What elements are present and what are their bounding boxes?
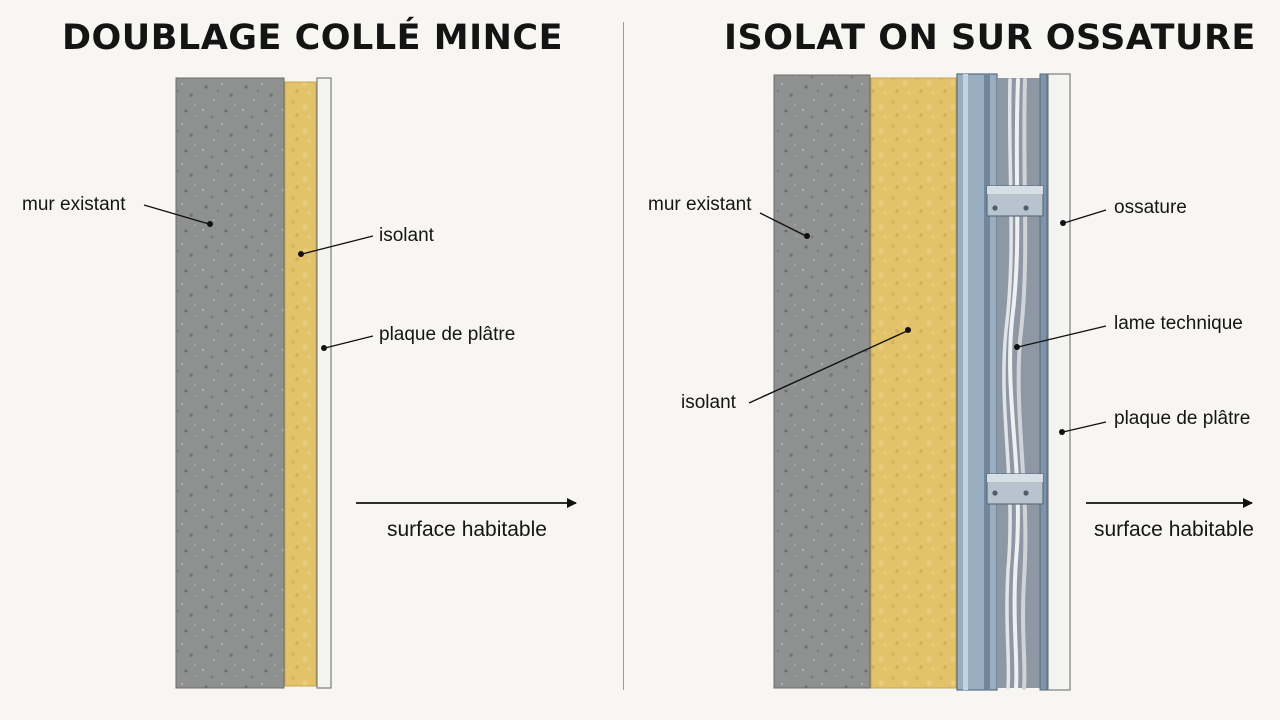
right-bracket-top <box>986 185 1044 217</box>
right-metal-frame <box>956 73 1048 691</box>
right-leader-plaque <box>1059 421 1107 435</box>
right-label-lame-technique: lame technique <box>1114 313 1243 334</box>
right-leader-isolant <box>748 327 911 404</box>
panel-divider <box>623 22 624 690</box>
right-insulation-layer <box>870 77 957 689</box>
right-leader-ossature <box>1060 209 1107 226</box>
left-leader-plaque <box>321 335 374 351</box>
left-insulation-layer <box>284 81 317 687</box>
right-concrete-wall <box>773 74 871 689</box>
right-label-surface: surface habitable <box>1094 518 1254 541</box>
left-leader-isolant <box>298 235 374 257</box>
right-label-mur-existant: mur existant <box>648 194 752 215</box>
right-leader-lame <box>1014 325 1107 350</box>
right-label-plaque: plaque de plâtre <box>1114 408 1251 429</box>
left-concrete-wall <box>175 77 285 689</box>
right-title: ISOLAT ON SUR OSSATURE <box>724 18 1256 58</box>
left-leader-mur <box>143 204 213 227</box>
left-label-surface: surface habitable <box>387 518 547 541</box>
left-plasterboard <box>316 77 332 689</box>
right-label-ossature: ossature <box>1114 197 1187 218</box>
right-leader-mur <box>759 212 810 239</box>
right-label-isolant: isolant <box>681 392 736 413</box>
left-label-isolant: isolant <box>379 225 434 246</box>
left-label-plaque: plaque de plâtre <box>379 324 516 345</box>
left-title: DOUBLAGE COLLÉ MINCE <box>62 18 563 58</box>
right-bracket-bottom <box>986 473 1044 505</box>
left-label-mur-existant: mur existant <box>22 194 126 215</box>
right-plasterboard <box>1047 73 1071 691</box>
